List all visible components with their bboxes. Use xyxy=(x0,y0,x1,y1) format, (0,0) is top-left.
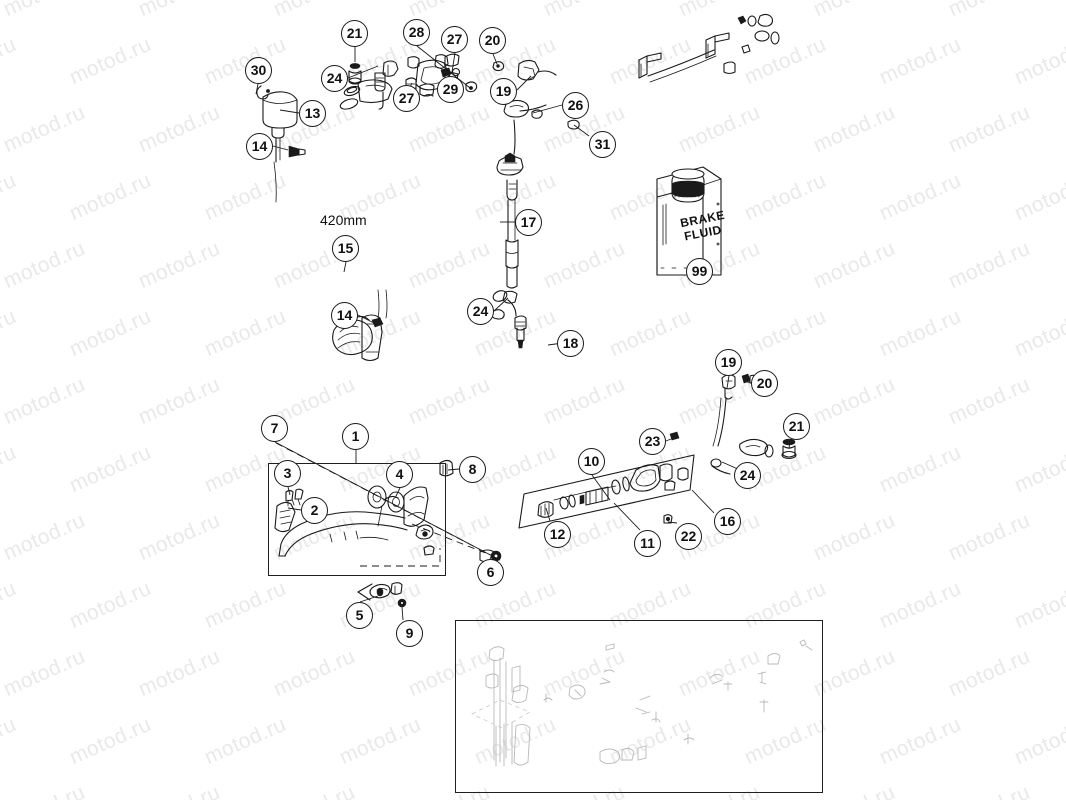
group-brake-lever-hardware xyxy=(339,53,505,110)
callout-14[interactable]: 14 xyxy=(331,302,358,329)
callout-20[interactable]: 20 xyxy=(751,370,778,397)
leader-line-21 xyxy=(788,439,791,450)
callout-18[interactable]: 18 xyxy=(557,330,584,357)
callout-21[interactable]: 21 xyxy=(783,413,810,440)
leader-line-20 xyxy=(743,380,752,384)
leader-line-2 xyxy=(287,507,302,511)
callout-23[interactable]: 23 xyxy=(639,428,666,455)
callout-28[interactable]: 28 xyxy=(403,19,430,46)
leader-line-12 xyxy=(545,507,551,522)
left-assembly-panel xyxy=(268,463,446,576)
callout-14[interactable]: 14 xyxy=(246,133,273,160)
leader-line-26 xyxy=(532,104,563,114)
leader-line-14 xyxy=(272,145,289,151)
callout-3[interactable]: 3 xyxy=(274,460,301,487)
leader-line-23 xyxy=(665,436,677,442)
group-brake-fluid-bottle xyxy=(656,166,722,276)
callout-13[interactable]: 13 xyxy=(299,100,326,127)
callout-19[interactable]: 19 xyxy=(490,78,517,105)
leader-line-7 xyxy=(274,441,501,561)
leader-line-24 xyxy=(493,297,509,312)
group-ghost-overview xyxy=(471,639,813,767)
callout-1[interactable]: 1 xyxy=(342,423,369,450)
leader-line-30 xyxy=(255,83,259,95)
callout-27[interactable]: 27 xyxy=(441,26,468,53)
callout-8[interactable]: 8 xyxy=(459,456,486,483)
callout-26[interactable]: 26 xyxy=(562,92,589,119)
leader-line-24 xyxy=(347,65,379,79)
leader-line-20 xyxy=(492,53,498,65)
callout-31[interactable]: 31 xyxy=(589,131,616,158)
callout-19[interactable]: 19 xyxy=(715,349,742,376)
leader-line-19 xyxy=(726,375,730,389)
leader-line-14 xyxy=(357,314,375,324)
leader-line-16 xyxy=(691,489,715,514)
group-bleeder-hardware xyxy=(491,290,527,349)
callout-29[interactable]: 29 xyxy=(437,76,464,103)
callout-16[interactable]: 16 xyxy=(714,508,741,535)
callout-99[interactable]: 99 xyxy=(686,258,713,285)
callout-20[interactable]: 20 xyxy=(479,27,506,54)
callout-11[interactable]: 11 xyxy=(634,530,661,557)
leader-line-31 xyxy=(573,124,590,137)
group-rear-caliper-assembly xyxy=(518,431,695,529)
callout-22[interactable]: 22 xyxy=(675,523,702,550)
callout-30[interactable]: 30 xyxy=(245,57,272,84)
callout-4[interactable]: 4 xyxy=(386,461,413,488)
bottom-ghost-panel xyxy=(455,620,823,793)
callout-21[interactable]: 21 xyxy=(341,20,368,47)
group-master-cylinder-reservoir xyxy=(256,85,306,203)
leader-line-5 xyxy=(359,595,379,603)
group-brake-hose-upper xyxy=(496,59,580,289)
callout-24[interactable]: 24 xyxy=(467,298,494,325)
callout-15[interactable]: 15 xyxy=(332,235,359,262)
callout-17[interactable]: 17 xyxy=(515,209,542,236)
dimension-label: 420mm xyxy=(320,212,367,228)
leader-line-9 xyxy=(401,606,404,621)
leader-line-27 xyxy=(451,52,456,73)
leader-line-3 xyxy=(287,486,291,496)
callout-5[interactable]: 5 xyxy=(346,602,373,629)
leader-line-13 xyxy=(279,109,300,114)
group-pivot-pin-5-9 xyxy=(357,582,407,608)
callout-24[interactable]: 24 xyxy=(321,65,348,92)
callout-10[interactable]: 10 xyxy=(578,448,605,475)
callout-9[interactable]: 9 xyxy=(396,620,423,647)
leader-line-6 xyxy=(489,552,494,560)
callout-6[interactable]: 6 xyxy=(477,559,504,586)
leader-line-22 xyxy=(667,521,678,524)
callout-leader-lines xyxy=(255,45,791,621)
callout-7[interactable]: 7 xyxy=(261,415,288,442)
group-footpeg-brackets xyxy=(638,13,780,83)
group-washer-8 xyxy=(439,459,454,477)
leader-line-10 xyxy=(591,474,611,501)
callout-12[interactable]: 12 xyxy=(544,521,571,548)
leader-line-8 xyxy=(447,468,460,471)
callout-2[interactable]: 2 xyxy=(301,497,328,524)
callout-27[interactable]: 27 xyxy=(393,85,420,112)
callout-24[interactable]: 24 xyxy=(734,462,761,489)
leader-line-15 xyxy=(343,261,347,273)
leader-line-19 xyxy=(516,75,532,91)
leader-line-11 xyxy=(613,502,641,531)
leader-line-4 xyxy=(395,487,401,497)
